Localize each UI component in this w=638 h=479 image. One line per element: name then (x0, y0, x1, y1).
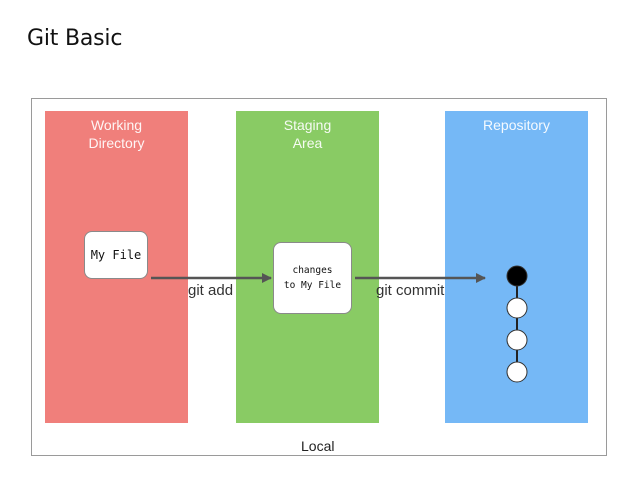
working-directory-column: Working Directory (45, 111, 188, 423)
my-file-label: My File (90, 248, 142, 262)
working-directory-label-line2: Directory (88, 135, 145, 151)
repository-column: Repository (445, 111, 588, 423)
staging-area-label-line2: Area (292, 135, 323, 151)
git-commit-label: git commit (376, 282, 445, 299)
slide-title: Git Basic (27, 26, 123, 51)
my-file-card: My File (84, 231, 148, 279)
repository-label: Repository (483, 117, 550, 133)
working-directory-label-line1: Working (90, 117, 143, 133)
changes-label-line1: changes (292, 265, 333, 276)
local-frame (31, 98, 607, 456)
staging-area-label-line1: Staging (283, 117, 332, 133)
local-label: Local (301, 438, 335, 454)
changes-label-line2: to My File (283, 280, 342, 291)
git-add-label: git add (188, 282, 234, 299)
changes-card: changes to My File (273, 242, 352, 314)
